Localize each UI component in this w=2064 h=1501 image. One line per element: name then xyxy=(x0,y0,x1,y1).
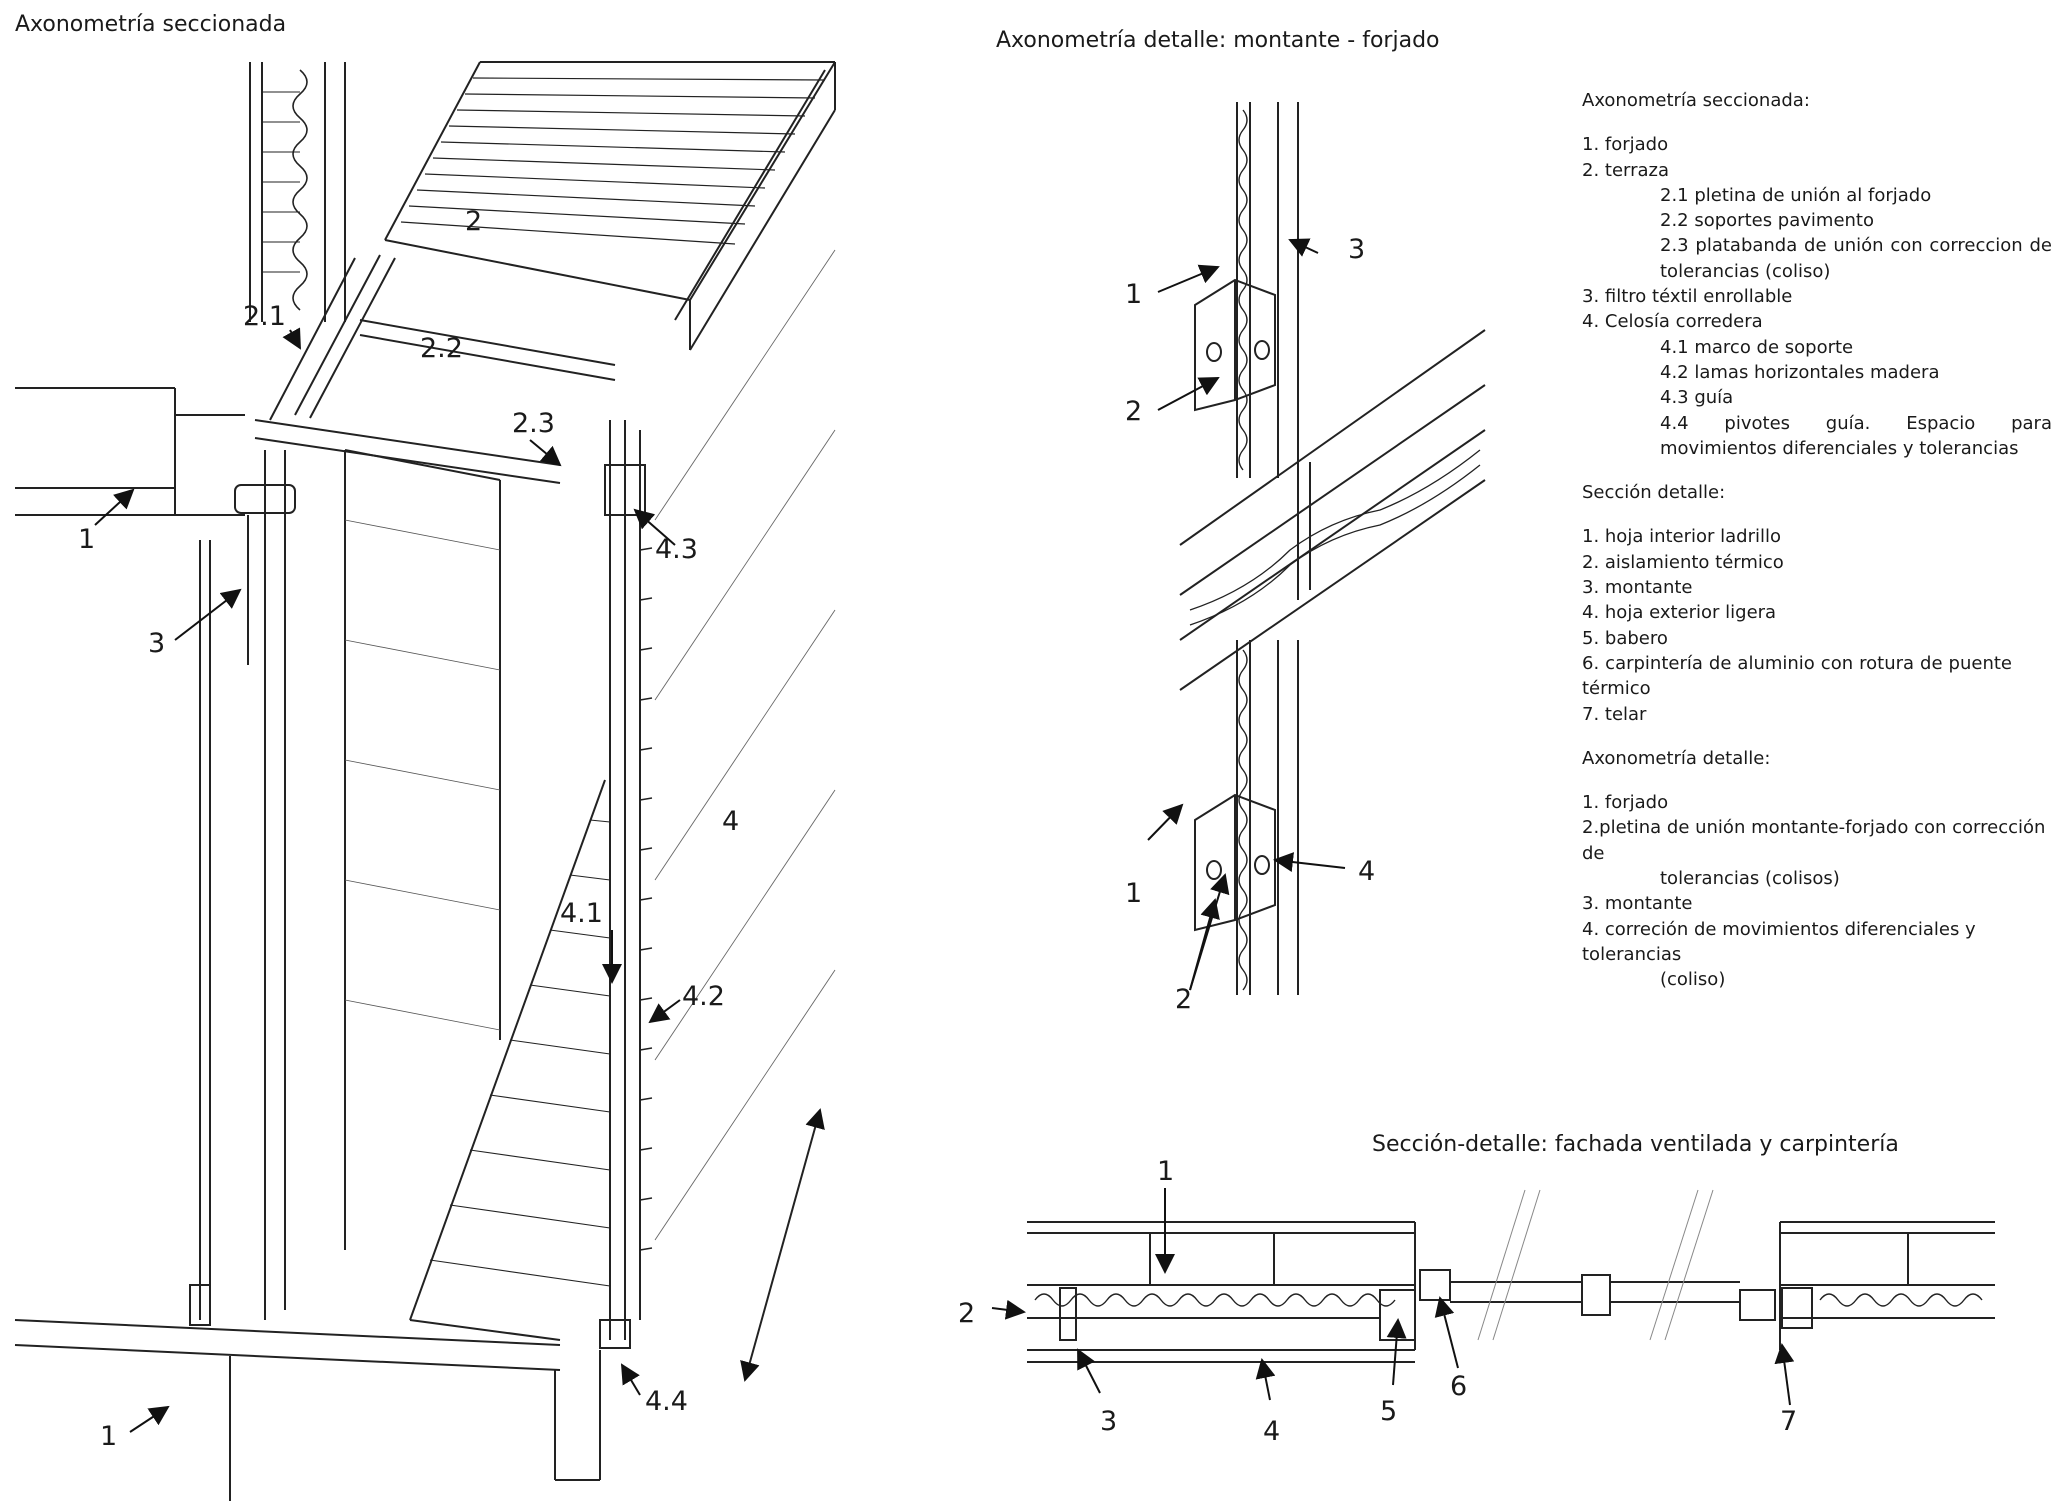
callout-detail-4: 4 xyxy=(1358,856,1375,887)
callout-section-2: 2 xyxy=(958,1298,975,1329)
legend-item: 4.2 lamas horizontales madera xyxy=(1660,361,1940,383)
callout-axo-1: 1 xyxy=(78,524,95,555)
legend-item: tolerancias (colisos) xyxy=(1660,868,1840,890)
axo-detail-drawing xyxy=(1179,102,1486,995)
legend-item: 4.1 marco de soporte xyxy=(1660,336,1854,358)
legend-item: 4. correción de movimientos diferenciale… xyxy=(1582,918,1976,965)
axo-detail-callouts: 1 3 2 1 2 4 xyxy=(1125,234,1375,1015)
callout-axo-4-4: 4.4 xyxy=(645,1386,688,1417)
callout-axo-1-bottom: 1 xyxy=(100,1421,117,1452)
axo-section-drawing xyxy=(14,61,836,1501)
axo-section-callouts: 1 2 2.1 2.2 2.3 3 4.3 4 4.1 4.2 4.4 1 xyxy=(78,206,739,1452)
legend-item: 6. carpintería de aluminio con rotura de… xyxy=(1582,652,2012,700)
axo-detail-title: Axonometría detalle: montante - forjado xyxy=(996,28,1440,53)
legend-axo-detail-heading: Axonometría detalle: xyxy=(1582,747,1771,769)
legend-item: 2.1 pletina de unión al forjado xyxy=(1660,184,1932,206)
callout-axo-2: 2 xyxy=(465,206,482,237)
legend-item: (coliso) xyxy=(1660,969,1726,991)
callout-detail-1: 1 xyxy=(1125,279,1142,310)
legend-item: 7. telar xyxy=(1582,703,1647,725)
callout-axo-4-1: 4.1 xyxy=(560,898,603,929)
legend: Axonometría seccionada: 1. forjado 2. te… xyxy=(1582,88,2052,993)
callout-section-3: 3 xyxy=(1100,1406,1117,1437)
callout-detail-2: 2 xyxy=(1125,396,1142,427)
callout-section-4: 4 xyxy=(1263,1416,1280,1447)
legend-item: 3. filtro téxtil enrollable xyxy=(1582,286,1793,308)
callout-axo-3: 3 xyxy=(148,628,165,659)
legend-item: 3. montante xyxy=(1582,577,1693,599)
callout-section-6: 6 xyxy=(1450,1371,1467,1402)
callout-detail-1-lower: 1 xyxy=(1125,878,1142,909)
legend-item: 1. hoja interior ladrillo xyxy=(1582,526,1782,548)
legend-item: 4. Celosía corredera xyxy=(1582,311,1763,333)
legend-item: 1. forjado xyxy=(1582,134,1669,156)
legend-item: 4.4 pivotes guía. Espacio para movimient… xyxy=(1660,412,2052,459)
legend-item: 2.pletina de unión montante-forjado con … xyxy=(1582,817,2046,864)
callout-axo-2-2: 2.2 xyxy=(420,333,463,364)
legend-item: 2. terraza xyxy=(1582,159,1670,181)
callout-section-1: 1 xyxy=(1157,1156,1174,1187)
callout-axo-2-3: 2.3 xyxy=(512,408,555,439)
legend-item: 4.3 guía xyxy=(1660,387,1734,409)
legend-item: 1. forjado xyxy=(1582,792,1669,814)
callout-axo-4: 4 xyxy=(722,806,739,837)
callout-axo-4-3: 4.3 xyxy=(655,534,698,565)
legend-axo-section-heading: Axonometría seccionada: xyxy=(1582,90,1810,111)
legend-item: 2. aislamiento térmico xyxy=(1582,551,1784,573)
legend-item: 4. hoja exterior ligera xyxy=(1582,602,1777,624)
legend-item: 2.2 soportes pavimento xyxy=(1660,210,1875,232)
section-detail-title: Sección-detalle: fachada ventilada y car… xyxy=(1372,1132,1899,1157)
section-detail-drawing xyxy=(1027,1189,1995,1363)
axo-section-title: Axonometría seccionada xyxy=(15,12,287,37)
callout-detail-2-lower: 2 xyxy=(1175,984,1192,1015)
legend-item: 5. babero xyxy=(1582,627,1668,649)
legend-item: 2.3 platabanda de unión con correccion d… xyxy=(1660,235,2052,282)
callout-section-7: 7 xyxy=(1780,1406,1797,1437)
callout-axo-4-2: 4.2 xyxy=(682,981,725,1012)
legend-item: 3. montante xyxy=(1582,893,1693,915)
callout-detail-3: 3 xyxy=(1348,234,1365,265)
callout-section-5: 5 xyxy=(1380,1396,1397,1427)
section-detail-callouts: 1 2 3 4 5 6 7 xyxy=(958,1156,1797,1447)
callout-axo-2-1: 2.1 xyxy=(243,301,286,332)
legend-section-heading: Sección detalle: xyxy=(1582,482,1726,504)
